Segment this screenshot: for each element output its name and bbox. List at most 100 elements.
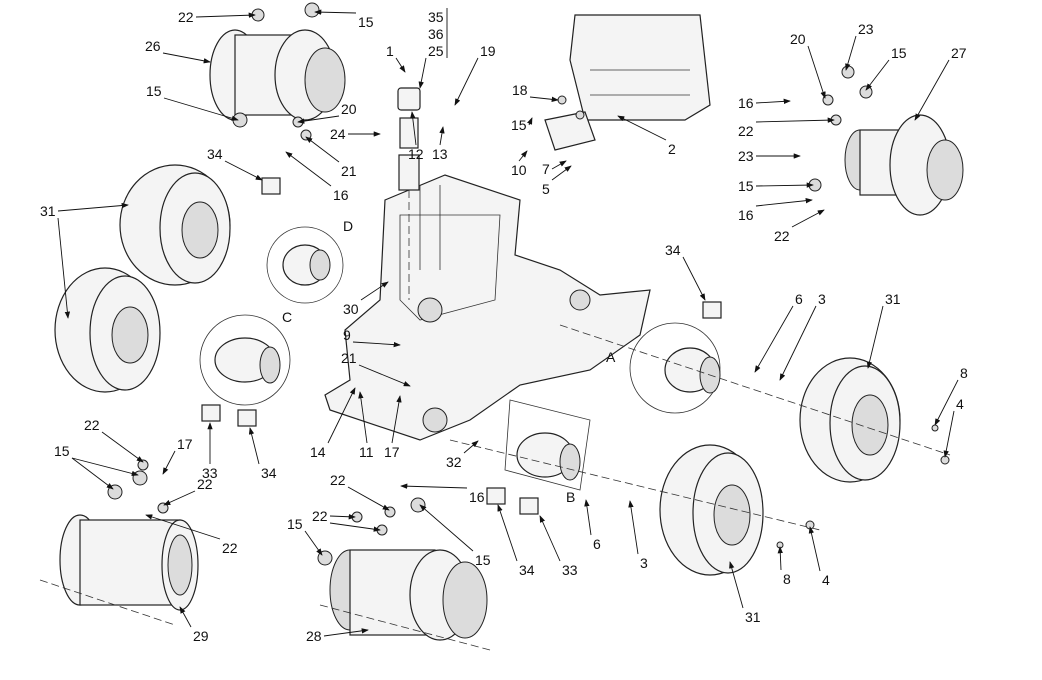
leader-arrow: [808, 526, 821, 572]
leader-arrow: [617, 115, 667, 141]
leader-arrow: [358, 364, 411, 387]
callout-label: 25: [428, 43, 444, 59]
callout-label: 22: [197, 476, 213, 492]
leader-arrow: [527, 117, 533, 126]
callout-label: A: [606, 349, 616, 365]
leader-arrow: [57, 217, 71, 319]
leader-arrow: [71, 457, 139, 477]
callout-label: 23: [738, 148, 754, 164]
callout-label: 29: [193, 628, 209, 644]
callout-label: 16: [469, 489, 485, 505]
callout-label: 21: [341, 163, 357, 179]
leader-arrow: [224, 160, 263, 181]
leader-arrow: [755, 117, 835, 123]
hub-detail-D: [266, 226, 344, 304]
callout-label: 28: [306, 628, 322, 644]
callout-label: 16: [738, 95, 754, 111]
motor-28: [319, 549, 491, 651]
leader-arrow: [305, 136, 340, 163]
callout-label: 6: [795, 291, 803, 307]
leader-arrow: [395, 57, 406, 73]
leader-arrow: [314, 9, 357, 15]
callout-label: 36: [428, 26, 444, 42]
callout-label: 8: [783, 571, 791, 587]
leader-arrow: [754, 305, 794, 373]
leader-arrow: [327, 387, 356, 444]
wheel-upper-left: [119, 164, 231, 286]
callout-label: 20: [790, 31, 806, 47]
callout-label: 1: [386, 43, 394, 59]
callout-label: 34: [207, 146, 223, 162]
callout-label: 15: [358, 14, 374, 30]
callout-label: 13: [432, 146, 448, 162]
callout-label: 34: [261, 465, 277, 481]
callout-label: 15: [891, 45, 907, 61]
leader-arrow: [410, 111, 417, 146]
callout-label: 30: [343, 301, 359, 317]
callout-label: 5: [542, 181, 550, 197]
upper-frame: [569, 14, 711, 121]
leader-arrow: [323, 628, 369, 637]
callout-label: 11: [359, 444, 374, 460]
leader-arrow: [755, 182, 814, 188]
leader-arrow: [866, 305, 884, 369]
leader-arrow: [145, 514, 221, 540]
callout-label: 3: [818, 291, 826, 307]
leader-arrow: [179, 606, 192, 628]
leader-arrow: [419, 504, 474, 552]
callout-label: 6: [593, 536, 601, 552]
callout-label: 9: [343, 327, 351, 343]
leader-arrow: [285, 151, 332, 187]
callout-label: 23: [858, 21, 874, 37]
callout-label: 15: [54, 443, 70, 459]
leader-arrow: [101, 431, 144, 463]
callout-label: 22: [178, 9, 194, 25]
callout-label: 16: [333, 187, 349, 203]
callout-label: 4: [956, 396, 964, 412]
leader-arrow: [529, 96, 559, 103]
callout-label: 27: [951, 45, 967, 61]
callout-label: 15: [475, 552, 491, 568]
leader-arrow: [755, 197, 813, 207]
callout-label: 22: [774, 228, 790, 244]
callout-label: 22: [738, 123, 754, 139]
motor-26: [209, 29, 346, 121]
callout-label: 19: [480, 43, 496, 59]
leader-arrow: [779, 305, 817, 381]
leader-arrow: [347, 486, 390, 511]
leader-arrow: [755, 98, 791, 105]
leader-arrow: [304, 530, 323, 556]
leader-arrow: [57, 202, 129, 212]
leader-arrow: [358, 391, 368, 444]
leader-arrow: [943, 410, 955, 458]
wheel-right: [559, 324, 951, 483]
callout-label: 2: [668, 141, 676, 157]
leader-arrow: [439, 126, 445, 146]
callout-label: 15: [511, 117, 527, 133]
motor-27: [844, 114, 964, 216]
leader-arrow: [463, 440, 479, 454]
callout-label: 12: [408, 146, 424, 162]
leader-arrow: [551, 165, 572, 181]
callout-label: 7: [542, 161, 550, 177]
callout-label: 18: [512, 82, 528, 98]
leader-arrow: [628, 500, 639, 555]
callout-label: 10: [511, 162, 527, 178]
leader-arrow: [391, 395, 402, 444]
leader-arrow: [71, 457, 114, 490]
leader-arrow: [914, 59, 950, 121]
leader-arrow: [551, 160, 567, 170]
valve-block: [544, 95, 596, 151]
leader-arrow: [329, 522, 381, 532]
callout-label: 33: [202, 465, 218, 481]
leader-arrow: [163, 97, 239, 121]
hub-detail-B: [504, 399, 591, 491]
filter-assembly: [397, 87, 421, 300]
callout-label: 22: [312, 508, 328, 524]
leader-arrow: [777, 546, 783, 571]
callout-label: 34: [665, 242, 681, 258]
leader-arrow: [865, 59, 890, 91]
leader-arrow: [248, 427, 260, 465]
leader-arrow: [584, 499, 592, 536]
